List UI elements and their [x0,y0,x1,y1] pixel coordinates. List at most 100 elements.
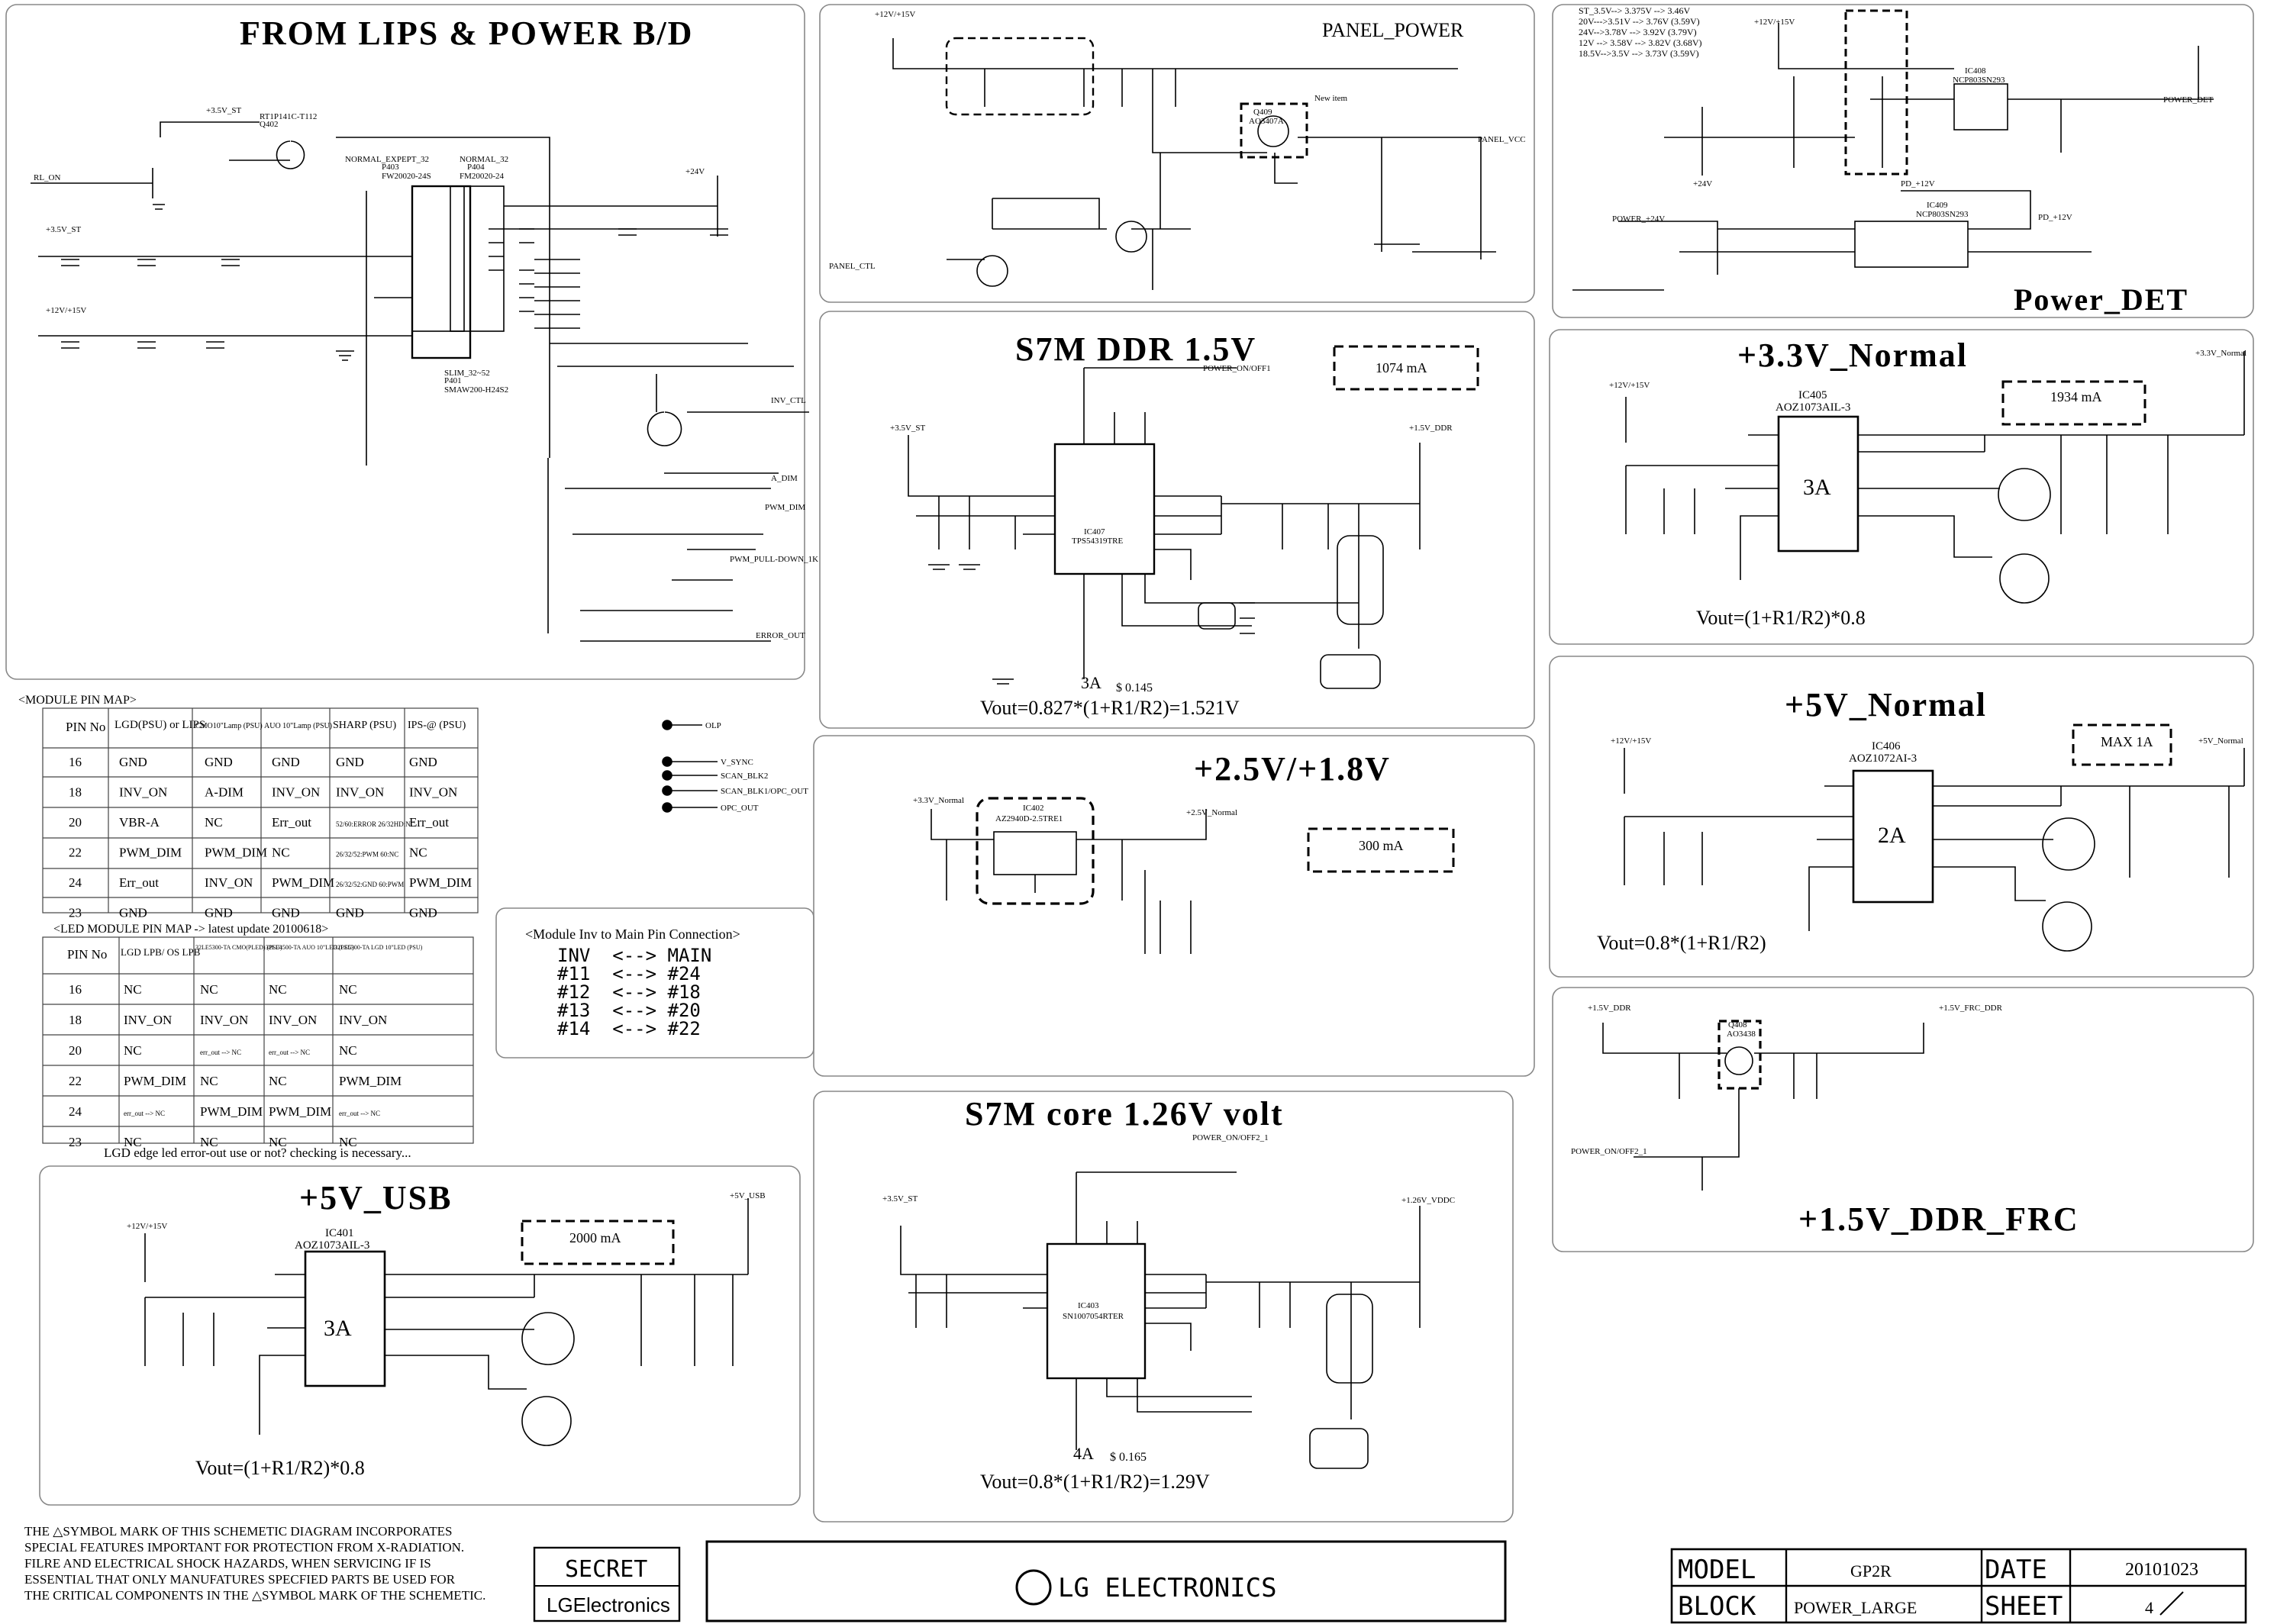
safety-notice-line: SPECIAL FEATURES IMPORTANT FOR PROTECTIO… [24,1540,465,1555]
svg-text:32LE4500-TA AUO 10"LED (PSU): 32LE4500-TA AUO 10"LED (PSU) [266,944,354,951]
connector-p403 [411,185,465,332]
current-v25: 300 mA [1359,838,1404,853]
net-v126: +1.26V_VDDC [1401,1196,1455,1205]
q408-symbol [1724,1046,1753,1075]
p401-pn: SMAW200-H24S2 [444,385,508,395]
ic408-box [1953,83,2008,130]
table-cell: NC [409,846,427,860]
net-v12-usb: +12V/+15V [127,1222,167,1231]
table-cell: VBR-A [119,815,160,830]
net-v5-normal: +5V_Normal [2198,736,2243,746]
q409-pn: AO3407A [1249,117,1284,126]
net-power-on2: POWER_ON/OFF2_1 [1192,1133,1269,1142]
title-v5n: +5V_Normal [1785,686,1987,723]
table-cell: GND [119,755,147,769]
ic402-box [993,831,1077,875]
ic403-ref: IC403 [1078,1301,1099,1310]
p401-ref: P401 [444,376,462,385]
table-cell: INV_ON [200,1013,248,1027]
table-cell: NC [269,1074,287,1088]
panel-frame-power-det [1552,4,2254,318]
table-cell: 22 [69,846,82,860]
table-cell: 23 [69,1135,82,1149]
net-pwm-dim: PWM_DIM [765,503,805,512]
table-cell: NC [124,982,142,997]
net-v25-normal: +2.5V_Normal [1186,808,1237,817]
net-rl-on: RL_ON [34,173,61,182]
q409-symbol [1257,115,1289,147]
module-inv-line-1: #11 <--> #24 [557,963,701,984]
table-cell: PWM_DIM [124,1074,186,1088]
formula-core: Vout=0.8*(1+R1/R2)=1.29V [980,1471,1210,1493]
wires-usb [144,1198,749,1435]
net-power24: POWER_+24V [1612,214,1665,224]
v33-current-box [2001,380,2146,426]
table-cell: GND [119,906,147,920]
secret-label: SECRET [565,1556,647,1583]
current-v5n: MAX 1A [2101,734,2153,749]
net-slim32: SLIM_32~52 [444,369,490,378]
table-cell: GND [205,755,233,769]
formula-v5n: Vout=0.8*(1+R1/R2) [1597,932,1766,954]
amp-core-cost: $ 0.165 [1110,1451,1147,1464]
table-cell: 20 [69,815,82,830]
table-cell: INV_ON [336,785,384,800]
rail-line-3: 12V --> 3.58V --> 3.82V (3.68V) [1579,37,1702,48]
table-cell: INV_ON [119,785,167,800]
dashed-group-panel-caps [945,37,1095,116]
ic409-box [1854,221,1969,268]
amp-v33: 3A [1803,475,1831,500]
table-cell: NC [339,982,357,997]
ddr-r2-box [1320,654,1381,689]
table-cell: NC [339,1135,357,1149]
table-cell: 18 [69,1013,82,1027]
amp-v5n: 2A [1878,823,1906,848]
secret-box [533,1546,681,1622]
q408-pn: AO3438 [1727,1030,1756,1039]
usb-r1-circle [521,1312,575,1365]
table-cell: NC [269,1135,287,1149]
table-cell: PWM_DIM [409,875,472,890]
table-cell: PWM_DIM [205,846,267,860]
table-cell: 26/32/52:PWM 60:NC [336,851,398,859]
v5n-r1-circle [2042,817,2095,871]
core-r1-box [1326,1294,1373,1384]
safety-notice-line: ESSENTIAL THAT ONLY MANUFATURES SPECFIED… [24,1572,456,1587]
q406-symbol [976,255,1008,287]
model-grid [1672,1549,2246,1622]
v5n-r2-circle [2042,901,2092,952]
table-cell: 22 [69,1074,82,1088]
table-cell: NC [272,846,290,860]
panel-frame-core [813,1091,1514,1522]
tp-scan1: SCAN_BLK1/OPC_OUT [721,787,808,796]
net-v5-usb: +5V_USB [730,1191,766,1200]
test-point-lines [672,724,718,808]
table-cell: NC [200,982,218,997]
net-power-on1: POWER_ON/OFF1 [1203,364,1271,373]
svg-text:32LE5300-TA LGD 10"LED (PSU): 32LE5300-TA LGD 10"LED (PSU) [334,944,423,951]
module-inv-line-3: #13 <--> #20 [557,1000,701,1021]
q408-ref: Q408 [1728,1020,1747,1030]
model-label: MODEL [1678,1555,1756,1585]
net-v12-v33: +12V/+15V [1609,381,1650,390]
ic401-ref: IC401 [325,1227,354,1239]
wires-v33 [1625,351,2245,580]
safety-notice-line: FILRE AND ELECTRICAL SHOCK HAZARDS, WHEN… [24,1556,431,1571]
net-error-out: ERROR_OUT [756,631,805,640]
table-cell: NC [269,982,287,997]
ic402-dashed [976,797,1095,905]
svg-text:PIN No: PIN No [66,720,105,734]
net-v12-panel: +12V/+15V [875,10,915,19]
amp-usb: 3A [324,1316,352,1341]
table-cell: Err_out [119,875,159,890]
p403-pn: FW20020-24S [382,172,431,181]
svg-text:AUO 10"Lamp (PSU): AUO 10"Lamp (PSU) [264,722,332,730]
sheet-slash [2159,1591,2184,1616]
ic403-box [1046,1242,1147,1380]
dashed-q409 [1240,102,1308,159]
net-v12-left: +12V/+15V [46,306,86,315]
net-panel-ctl: PANEL_CTL [829,262,876,271]
q402-ref: Q402 [260,120,278,129]
amp-ddr: 3A [1081,673,1101,692]
